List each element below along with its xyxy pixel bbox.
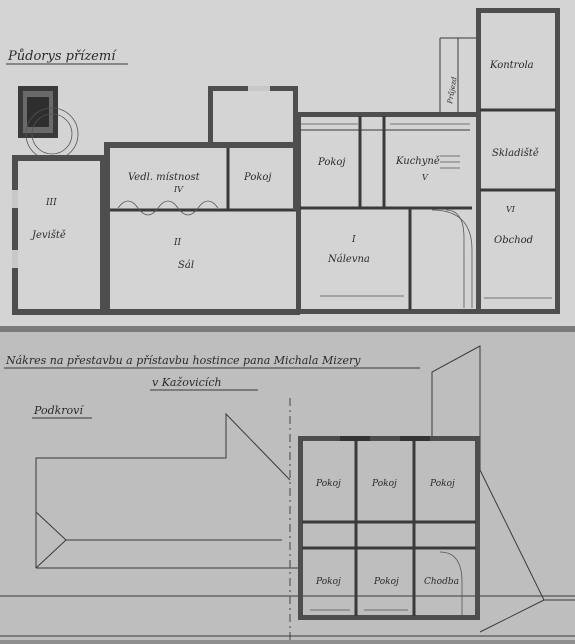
wall-attic xyxy=(298,436,480,620)
room-label-nalevna: Nálevna xyxy=(327,254,370,265)
dimension-lines xyxy=(300,123,552,299)
room-label-sal: Sál xyxy=(178,260,194,271)
room-number-jeviste: III xyxy=(45,198,57,208)
staircase xyxy=(431,155,473,308)
room-number-nalevna: I xyxy=(351,235,356,245)
bottom-plan-title: Nákres na přestavbu a přístavbu hostince… xyxy=(5,354,361,367)
attic-room-pokoj-2: Pokoj xyxy=(371,479,397,489)
sheet-divider xyxy=(0,326,575,332)
room-number-vedlejsi: IV xyxy=(173,185,184,194)
roof-outline xyxy=(0,345,575,640)
room-label-kuchyne: Kuchyně xyxy=(395,156,440,167)
room-label-pokoj-b: Pokoj xyxy=(317,157,346,168)
room-label-obchod: Obchod xyxy=(494,235,533,246)
room-label-jeviste: Jeviště xyxy=(30,230,66,241)
room-label-vedlejsi: Vedl. místnost xyxy=(128,172,201,183)
attic-room-chodba: Chodba xyxy=(424,577,459,587)
top-plan-title: Půdorys přízemí xyxy=(7,48,117,64)
attic-room-pokoj-5: Pokoj xyxy=(373,577,399,587)
room-number-obchod: VI xyxy=(506,205,516,214)
wall-central-block xyxy=(296,112,476,314)
revenue-stamp xyxy=(18,86,79,161)
attic-room-pokoj-4: Pokoj xyxy=(315,577,341,587)
room-label-skladiste: Skladiště xyxy=(492,148,539,159)
room-label-pokoj-a: Pokoj xyxy=(243,172,272,183)
room-label-kontrola: Kontrola xyxy=(489,60,534,71)
bottom-plan-subtitle: v Kažovicích xyxy=(152,376,222,389)
room-number-sal: II xyxy=(173,238,182,248)
bottom-section-label: Podkroví xyxy=(33,404,84,417)
wall-hall xyxy=(104,142,300,315)
bottom-paper xyxy=(0,332,575,640)
wall-right-wing xyxy=(439,8,560,314)
room-number-kuchyne: V xyxy=(422,173,429,182)
wall-upper-room xyxy=(208,86,298,210)
attic-room-pokoj-1: Pokoj xyxy=(315,479,341,489)
wall-jeviste xyxy=(12,155,106,315)
attic-room-pokoj-3: Pokoj xyxy=(429,479,455,489)
